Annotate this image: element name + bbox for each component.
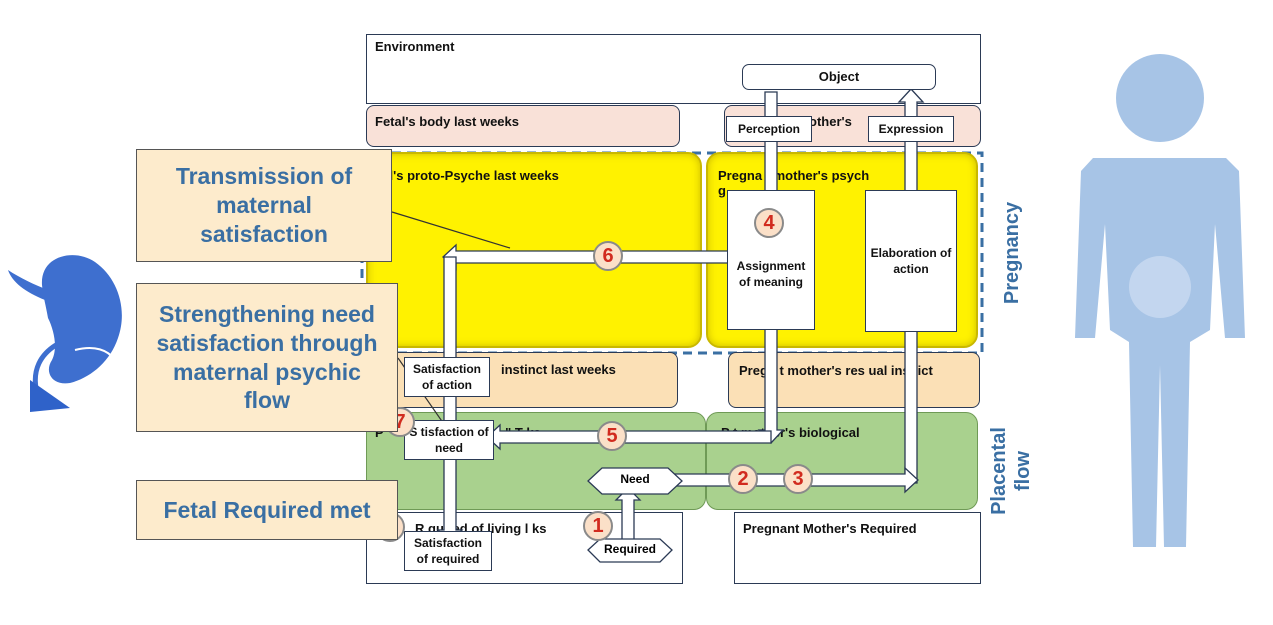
fetal-body-label: Fetal's body last weeks [375,114,519,129]
fetal-psyche-layer: tal's proto-Psyche last weeks [366,152,702,348]
pregnant-mother-icon [1075,54,1245,547]
fetal-psyche-label: tal's proto-Psyche last weeks [378,168,559,183]
environment-label: Environment [375,39,455,54]
mother-required-layer: Pregnant Mother's Required [734,512,981,584]
perception-box: Perception [726,116,812,142]
mother-biological-layer: P t mother's biological [706,412,978,510]
satisfaction-of-need-box: S tisfaction of need [404,420,494,460]
mother-required-label: Pregnant Mother's Required [743,521,917,536]
need-to-mother-arrow [639,466,919,494]
step-1: 1 [583,511,613,541]
step-3: 3 [783,464,813,494]
required-label: Required [603,542,656,556]
transmission-pointer [391,211,511,249]
mother-body-label: other's [809,114,852,129]
transmission-callout: Transmission of maternal satisfaction [136,149,392,262]
object-box: Object [742,64,936,90]
placental-flow-label: Placental flow [988,427,1034,515]
strengthening-callout: Strengthening need satisfaction through … [136,283,398,432]
need-label: Need [620,472,650,486]
mother-instinct-label: Pregn t mother's res ual inst ict [739,363,933,378]
need-hexagon [587,467,683,495]
pregnancy-label: Pregnancy [1001,201,1023,305]
fetal-instinct-label: instinct last weeks [501,362,616,377]
elaboration-of-action-box: Elaboration of action [865,190,957,332]
fetal-biological-label: P [375,425,384,440]
fetal-required-callout: Fetal Required met [136,480,398,540]
step-5: 5 [597,421,627,451]
step-2: 2 [728,464,758,494]
mother-psyche-label: Pregna t mother's psych [718,168,870,183]
fetal-body-layer: Fetal's body last weeks [366,105,680,147]
satisfaction-of-required-box: Satisfaction of required [404,531,492,571]
step-4: 4 [754,208,784,238]
fetus-icon [8,255,122,412]
mother-psyche-label-2: g [718,183,726,198]
expression-box: Expression [868,116,954,142]
satisfaction-of-action-box: Satisfaction of action [404,357,490,397]
step-6: 6 [593,241,623,271]
